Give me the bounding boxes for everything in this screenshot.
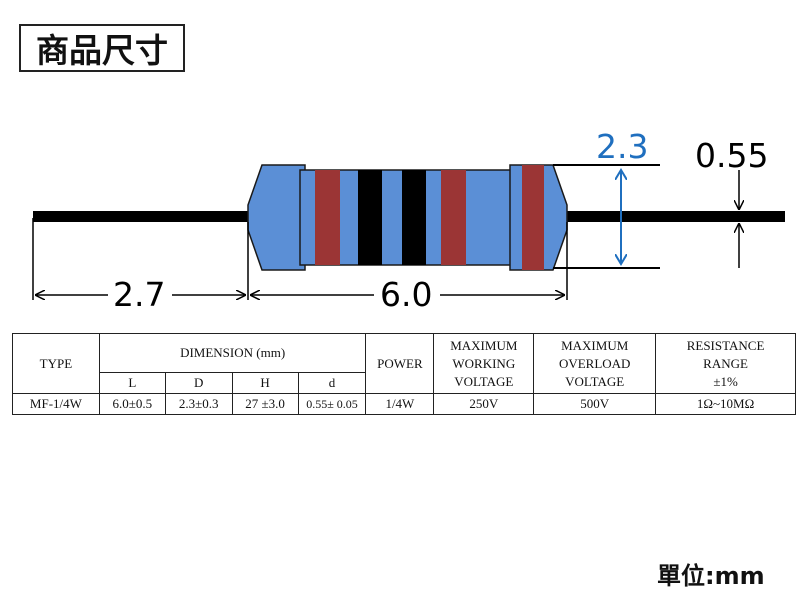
body-length-label: 6.0 bbox=[380, 275, 432, 314]
body-diameter-label: 2.3 bbox=[596, 127, 648, 166]
table-row: MF-1/4W 6.0±0.5 2.3±0.3 27 ±3.0 0.55± 0.… bbox=[12, 393, 796, 415]
page-title: 商品尺寸 bbox=[19, 24, 185, 72]
max-overload-voltage-header: MAXIMUM OVERLOAD VOLTAGE bbox=[533, 333, 657, 394]
cell-l: 6.0±0.5 bbox=[98, 393, 166, 415]
resistor-body bbox=[247, 164, 568, 271]
spec-table: TYPE DIMENSION (mm) POWER MAXIMUM WORKIN… bbox=[12, 333, 796, 415]
max-working-line-2: WORKING bbox=[452, 355, 516, 371]
unit-label: 單位:mm bbox=[657, 562, 765, 590]
color-band-5 bbox=[522, 165, 544, 270]
max-working-voltage-header: MAXIMUM WORKING VOLTAGE bbox=[433, 333, 535, 394]
table-header-row: TYPE DIMENSION (mm) POWER MAXIMUM WORKIN… bbox=[12, 333, 796, 394]
type-header: TYPE bbox=[12, 333, 100, 394]
resistance-line-3: ±1% bbox=[713, 373, 738, 389]
color-band-2 bbox=[358, 170, 382, 265]
cell-d: 2.3±0.3 bbox=[164, 393, 233, 415]
right-lead bbox=[567, 211, 785, 222]
resistance-line-2: RANGE bbox=[703, 355, 748, 371]
sub-header-l: L bbox=[98, 372, 166, 394]
lead-diameter-label: 0.55 bbox=[695, 136, 768, 175]
cell-overload-voltage: 500V bbox=[533, 393, 657, 415]
color-band-3 bbox=[402, 170, 426, 265]
sub-header-h: H bbox=[231, 372, 299, 394]
sub-header-d: D bbox=[164, 372, 233, 394]
max-overload-line-2: OVERLOAD bbox=[558, 355, 631, 371]
color-band-4 bbox=[441, 170, 466, 265]
cell-resistance-range: 1Ω~10MΩ bbox=[655, 393, 796, 415]
cell-lead-d: 0.55± 0.05 bbox=[297, 393, 367, 415]
cell-type: MF-1/4W bbox=[12, 393, 100, 415]
table-subheader-row: L D H d bbox=[13, 372, 796, 394]
left-lead bbox=[33, 211, 248, 222]
sub-header-lead-d: d bbox=[297, 372, 367, 394]
cell-working-voltage: 250V bbox=[433, 393, 535, 415]
cell-h: 27 ±3.0 bbox=[231, 393, 299, 415]
max-overload-line-3: VOLTAGE bbox=[565, 373, 625, 389]
max-overload-line-1: MAXIMUM bbox=[561, 337, 629, 353]
max-working-line-1: MAXIMUM bbox=[450, 337, 518, 353]
color-band-1 bbox=[315, 170, 340, 265]
lead-length-label: 2.7 bbox=[113, 275, 165, 314]
resistance-range-header: RESISTANCE RANGE ±1% bbox=[655, 333, 796, 394]
dimension-header: DIMENSION (mm) bbox=[98, 333, 367, 373]
max-working-line-3: VOLTAGE bbox=[454, 373, 514, 389]
power-header: POWER bbox=[365, 333, 435, 394]
resistance-line-1: RESISTANCE bbox=[686, 337, 765, 353]
resistor-dimension-diagram: 2.3 0.55 2.7 6.0 bbox=[32, 127, 785, 314]
cell-power: 1/4W bbox=[365, 393, 435, 415]
